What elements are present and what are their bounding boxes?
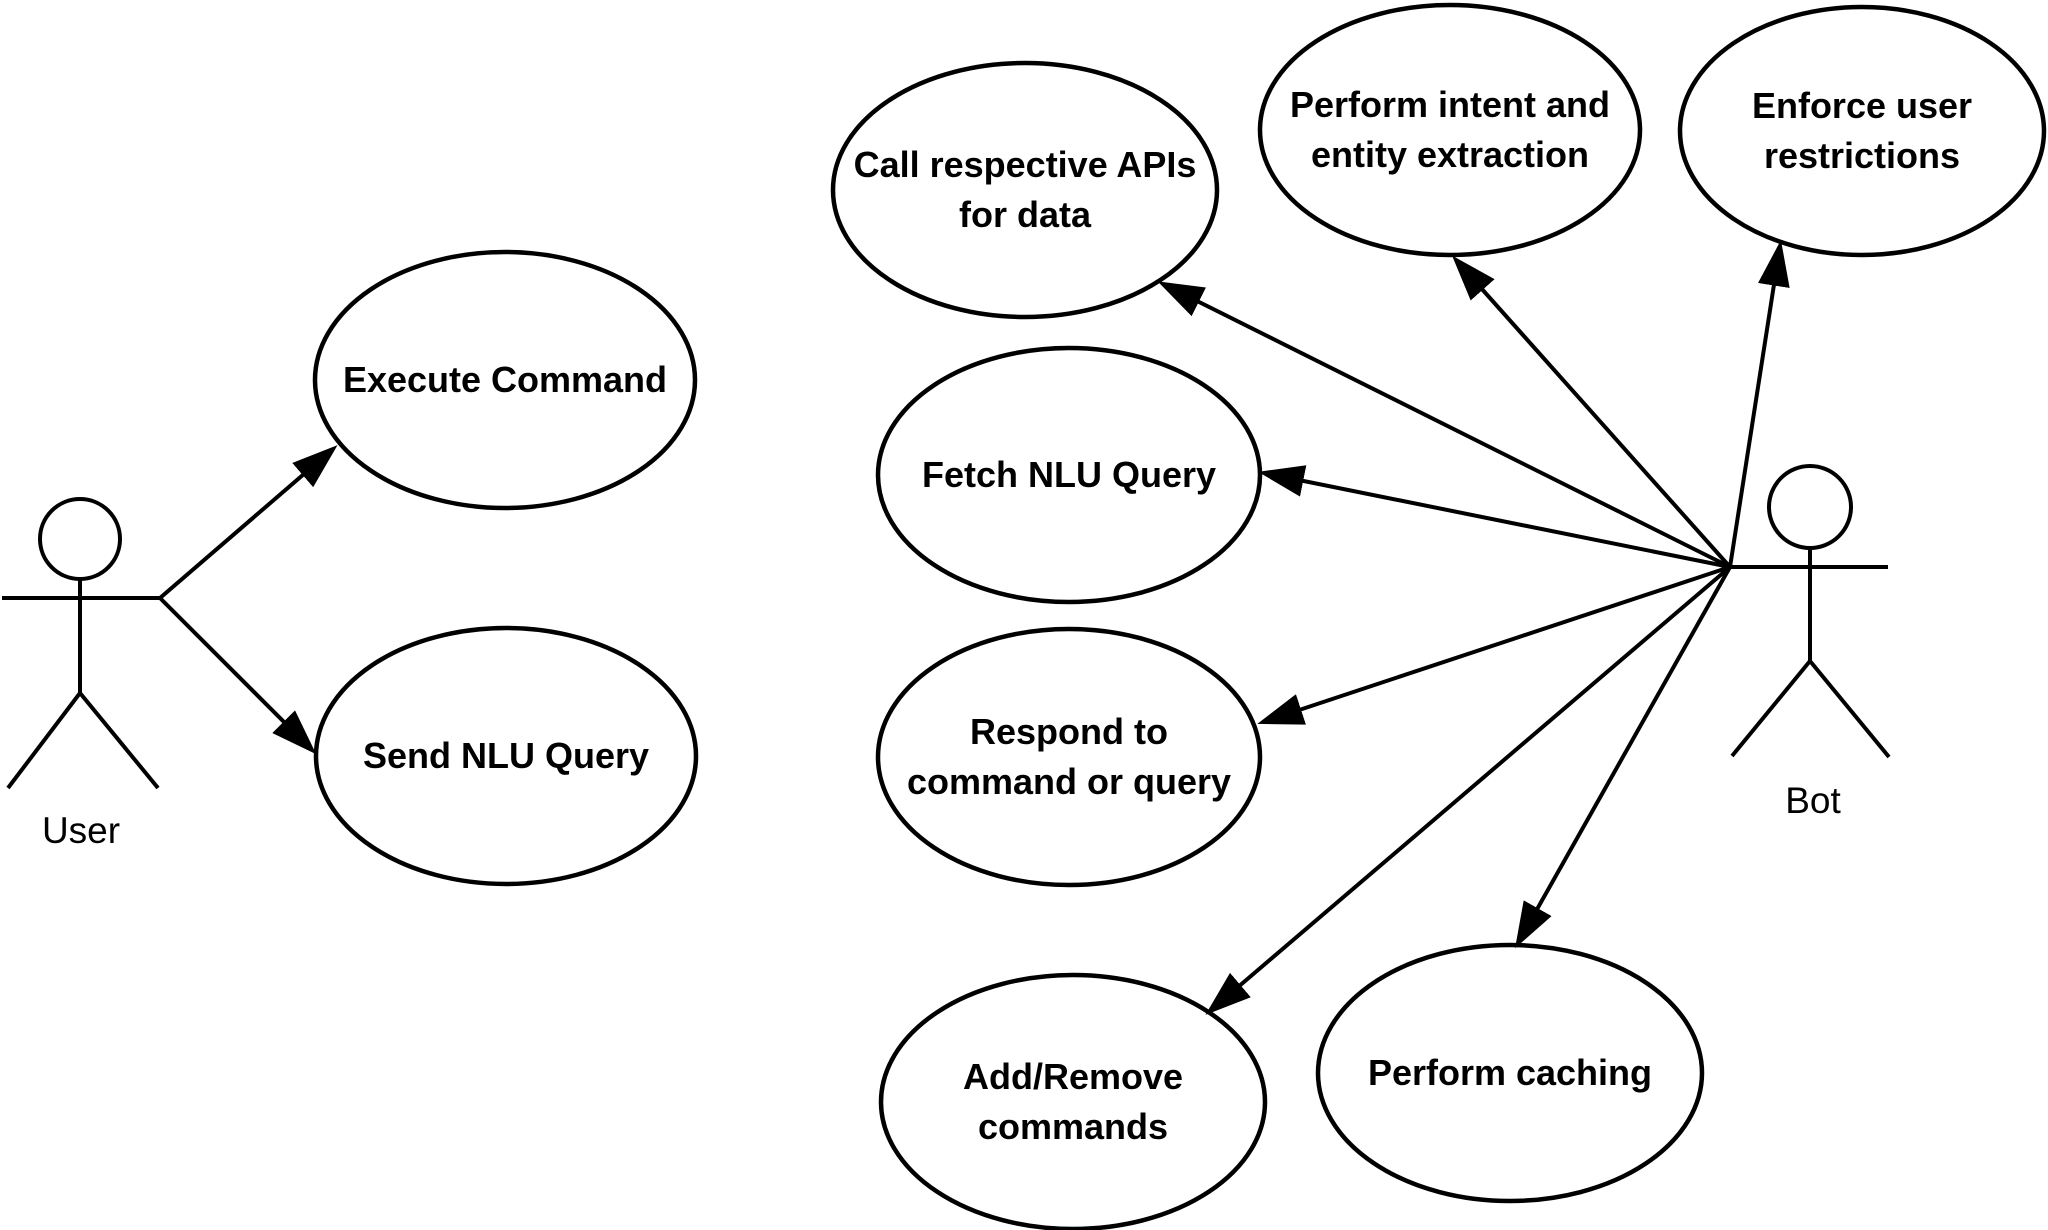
- bot-actor-right-leg: [1808, 659, 1891, 759]
- arrow-bot-to-call-respective-apis: [1157, 281, 1731, 569]
- bot-actor-left-leg: [1730, 659, 1812, 758]
- arrow-bot-to-respond-to-command-or-query: [1257, 565, 1731, 725]
- bot-actor-head: [1767, 464, 1853, 550]
- arrow-user-to-execute-command: [158, 445, 338, 600]
- arrow-bot-to-perform-caching: [1515, 566, 1732, 949]
- use-case-ellipse-execute-command: [312, 249, 698, 511]
- use-case-ellipse-send-nlu-query: [313, 625, 699, 887]
- user-actor-head: [38, 497, 122, 581]
- arrow-user-to-send-nlu-query: [158, 596, 317, 755]
- user-actor-right-leg: [78, 691, 160, 790]
- use-case-ellipse-fetch-nlu-query: [875, 345, 1263, 605]
- arrow-bot-to-add-remove-commands: [1205, 565, 1732, 1015]
- use-case-ellipse-call-respective-apis: [830, 60, 1220, 320]
- use-case-ellipse-perform-intent-entity-extraction: [1257, 2, 1643, 258]
- use-case-ellipse-enforce-user-restrictions: [1677, 4, 2047, 258]
- arrow-bot-to-fetch-nlu-query: [1258, 465, 1731, 569]
- use-case-ellipse-add-remove-commands: [878, 972, 1268, 1230]
- bot-actor-icon: [1730, 464, 1891, 759]
- association-arrows: [158, 240, 1790, 1015]
- user-actor-icon: [2, 497, 160, 790]
- arrow-bot-to-perform-intent-entity-extraction: [1452, 255, 1732, 569]
- arrow-bot-to-enforce-user-restrictions: [1728, 240, 1790, 568]
- user-actor-left-leg: [6, 691, 82, 790]
- use-case-ellipse-perform-caching: [1315, 942, 1705, 1204]
- use-case-ellipse-respond-to-command-or-query: [875, 626, 1263, 888]
